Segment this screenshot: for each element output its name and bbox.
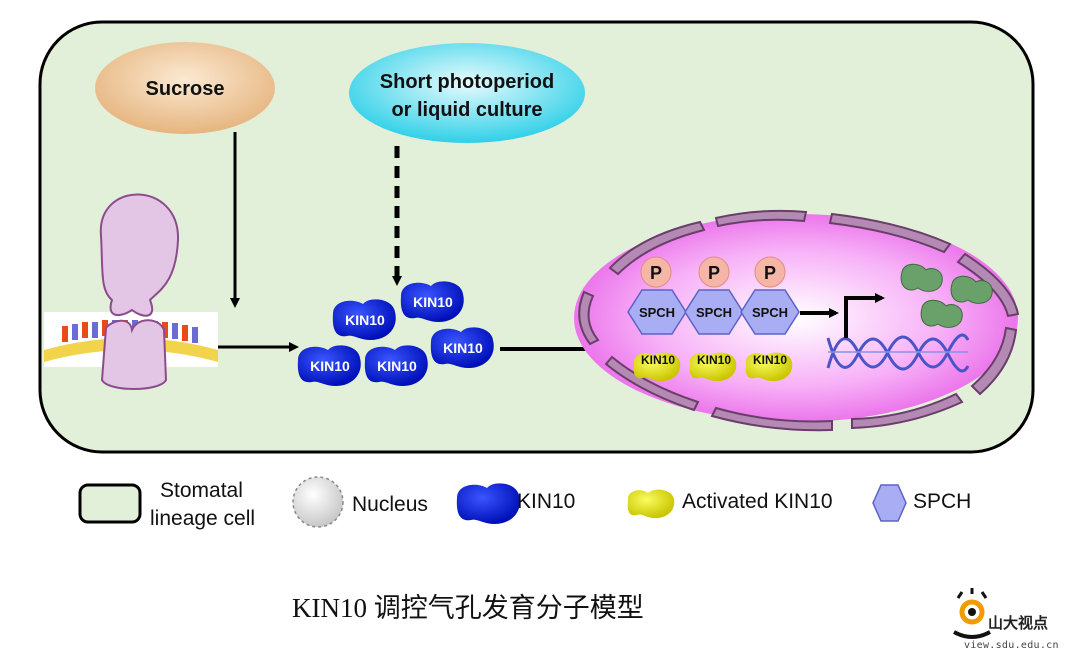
photoperiod-label-line1: Short photoperiod [380, 71, 554, 93]
kin10-protein: KIN10 [364, 345, 428, 386]
svg-text:P: P [764, 263, 776, 283]
legend-cell-label-line1: Stomatal [160, 479, 243, 502]
kin10-protein: KIN10 [332, 299, 396, 340]
legend-nucleus-swatch [292, 476, 344, 528]
kin10-cluster: KIN10 KIN10 KIN10 KIN10 KIN10 [297, 281, 494, 386]
sucrose-node: Sucrose [95, 42, 275, 134]
legend-kin10-label: KIN10 [517, 490, 575, 513]
photoperiod-node: Short photoperiod or liquid culture [349, 43, 585, 143]
legend-spch-swatch [872, 484, 907, 522]
logo-name: 山大视点 [988, 614, 1049, 632]
legend-cell-swatch [78, 483, 142, 524]
kin10-protein: KIN10 [297, 345, 361, 386]
svg-text:KIN10: KIN10 [310, 358, 350, 374]
logo-url: view.sdu.edu.cn [964, 640, 1059, 651]
sucrose-transporter [44, 193, 218, 390]
university-logo-icon [953, 588, 991, 639]
legend: Stomatal lineage cell Nucleus KIN10 Acti… [78, 476, 971, 530]
legend-kin10-swatch [456, 483, 520, 524]
svg-text:KIN10: KIN10 [413, 294, 453, 310]
kin10-protein: KIN10 [400, 281, 464, 322]
svg-text:KIN10: KIN10 [345, 312, 385, 328]
legend-activated-kin10-swatch [627, 489, 675, 519]
kin10-protein: KIN10 [430, 327, 494, 368]
spch-protein: SPCH [627, 289, 687, 335]
svg-text:SPCH: SPCH [639, 305, 675, 320]
spch-protein: SPCH [684, 289, 744, 335]
svg-text:SPCH: SPCH [752, 305, 788, 320]
svg-text:KIN10: KIN10 [641, 353, 675, 367]
svg-text:P: P [708, 263, 720, 283]
legend-nucleus-label: Nucleus [352, 493, 428, 516]
svg-text:P: P [650, 263, 662, 283]
svg-text:KIN10: KIN10 [697, 353, 731, 367]
gene-products [900, 263, 993, 328]
svg-text:KIN10: KIN10 [377, 358, 417, 374]
sucrose-label: Sucrose [146, 78, 225, 100]
dna-helix [826, 333, 970, 373]
legend-activated-kin10-label: Activated KIN10 [682, 490, 833, 513]
activated-kin10-protein: KIN10 [633, 352, 681, 382]
legend-spch-label: SPCH [913, 490, 971, 513]
svg-text:KIN10: KIN10 [753, 353, 787, 367]
nuclear-envelope [578, 209, 1020, 432]
legend-cell-label-line2: lineage cell [150, 507, 255, 530]
spch-protein: SPCH [740, 289, 800, 335]
figure-caption: KIN10 调控气孔发育分子模型 [292, 593, 644, 623]
phosphate-group: P [640, 256, 672, 288]
activated-kin10-protein: KIN10 [745, 352, 793, 382]
phosphate-group: P [698, 256, 730, 288]
photoperiod-label-line2: or liquid culture [391, 99, 542, 121]
transcription-arrow [844, 293, 885, 338]
svg-text:KIN10: KIN10 [443, 340, 483, 356]
svg-text:SPCH: SPCH [696, 305, 732, 320]
activated-kin10-protein: KIN10 [689, 352, 737, 382]
phosphate-group: P [754, 256, 786, 288]
